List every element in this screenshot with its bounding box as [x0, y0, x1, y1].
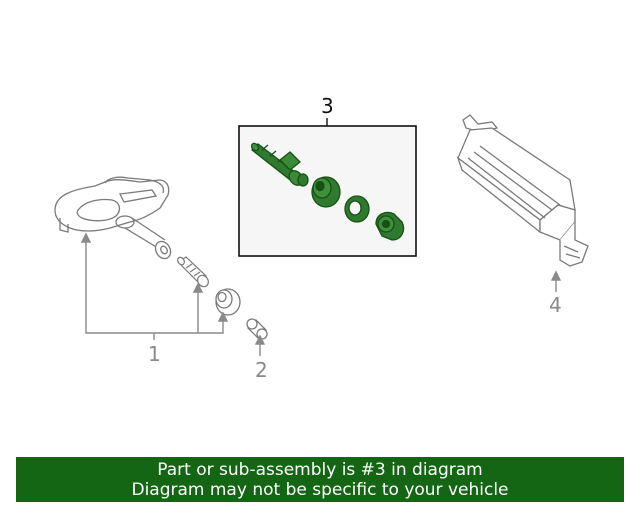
- callout-1: 1: [148, 342, 161, 366]
- callout-1-leaders: [80, 232, 266, 356]
- banner-line-1: Part or sub-assembly is #3 in diagram: [157, 459, 483, 480]
- receiver-module-icon[interactable]: [456, 114, 589, 267]
- valve-stem-icon[interactable]: [176, 256, 210, 289]
- info-banner: Part or sub-assembly is #3 in diagram Di…: [16, 457, 624, 502]
- valve-kit-icon[interactable]: [250, 142, 405, 241]
- tpms-sensor-icon[interactable]: [54, 176, 174, 261]
- valve-cap-icon[interactable]: [246, 318, 268, 340]
- callout-4-leader: [550, 270, 562, 292]
- callout-3: 3: [321, 94, 334, 118]
- callout-2: 2: [255, 358, 268, 382]
- callout-4: 4: [549, 293, 562, 317]
- grommet-icon[interactable]: [215, 288, 241, 316]
- banner-line-2: Diagram may not be specific to your vehi…: [131, 479, 509, 500]
